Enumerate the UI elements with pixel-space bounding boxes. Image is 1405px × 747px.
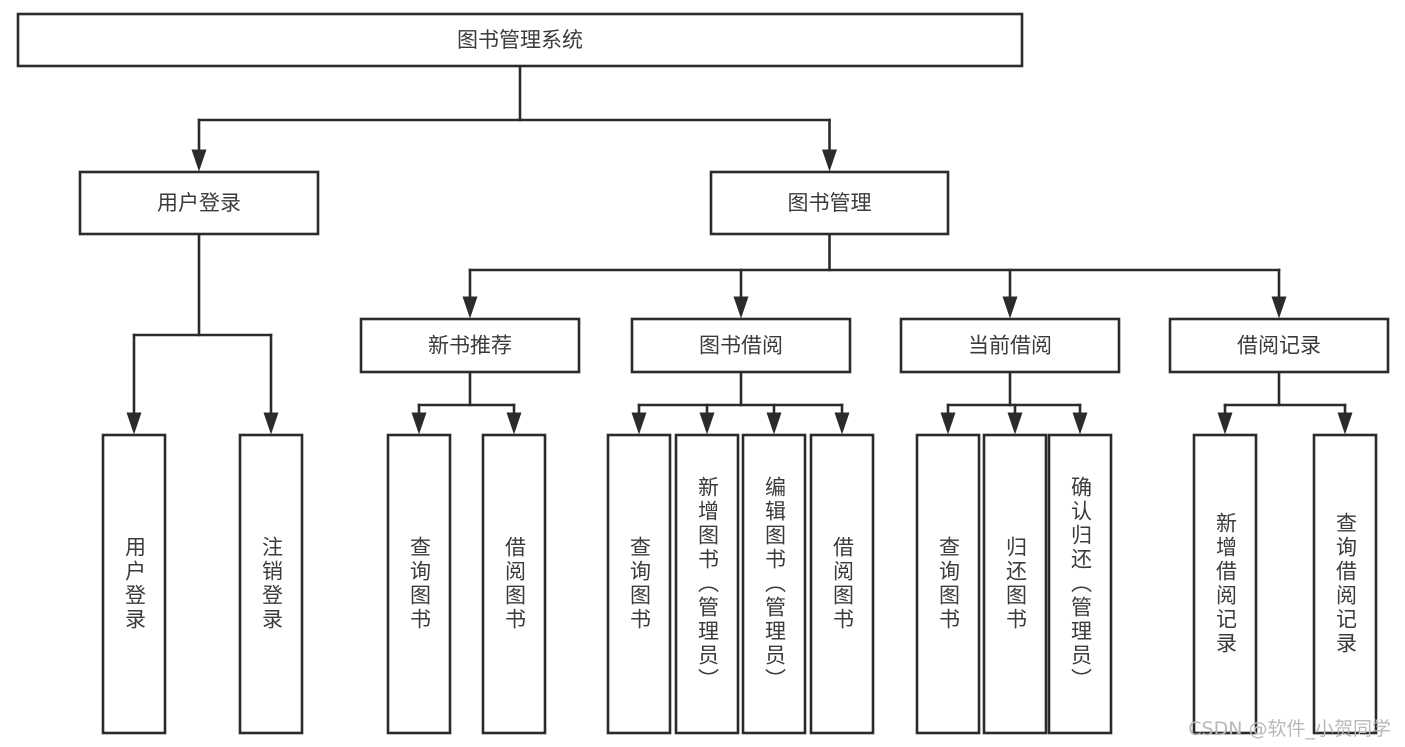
node-box-leaf-query-borrow-record[interactable] <box>1312 433 1378 735</box>
node-leaf-user-login[interactable] <box>101 433 167 735</box>
node-book-manage[interactable]: 图书管理 <box>709 170 950 236</box>
node-new-book-recommend[interactable]: 新书推荐 <box>359 317 581 374</box>
node-leaf-return-book[interactable] <box>982 433 1048 735</box>
node-box-user-login[interactable] <box>78 170 320 236</box>
node-label-borrow-record: 借阅记录 <box>1237 334 1321 358</box>
arrow-head <box>940 412 956 435</box>
arrow-head <box>699 412 715 435</box>
node-root[interactable]: 图书管理系统 <box>16 12 1024 68</box>
node-leaf-borrow-book-1[interactable] <box>481 433 547 735</box>
node-box-leaf-return-book[interactable] <box>982 433 1048 735</box>
node-leaf-user-logout[interactable] <box>238 433 304 735</box>
arrow-head <box>506 412 522 435</box>
node-box-borrow-record[interactable] <box>1168 317 1390 374</box>
node-leaf-borrow-book-2[interactable] <box>809 433 875 735</box>
node-box-leaf-query-book-3[interactable] <box>915 433 981 735</box>
node-box-current-borrow[interactable] <box>899 317 1121 374</box>
arrow-head <box>191 149 207 172</box>
node-label-book-borrow: 图书借阅 <box>699 334 783 358</box>
node-label-new-book-recommend: 新书推荐 <box>428 334 512 358</box>
arrow-head <box>1271 296 1287 319</box>
node-box-leaf-edit-book-admin[interactable] <box>741 433 807 735</box>
arrow-head <box>1007 412 1023 435</box>
node-leaf-query-book-2[interactable] <box>606 433 672 735</box>
node-box-leaf-add-book-admin[interactable] <box>674 433 740 735</box>
node-leaf-confirm-return-admin[interactable] <box>1047 433 1113 735</box>
node-box-root[interactable] <box>16 12 1024 68</box>
arrow-head <box>822 149 837 172</box>
node-user-login[interactable]: 用户登录 <box>78 170 320 236</box>
node-box-leaf-user-logout[interactable] <box>238 433 304 735</box>
node-current-borrow[interactable]: 当前借阅 <box>899 317 1121 374</box>
arrow-head <box>462 296 478 319</box>
node-leaf-query-book-1[interactable] <box>386 433 452 735</box>
arrow-head <box>126 412 142 435</box>
node-label-book-manage: 图书管理 <box>788 191 872 215</box>
arrow-head <box>631 412 647 435</box>
arrow-head <box>766 412 782 435</box>
node-box-new-book-recommend[interactable] <box>359 317 581 374</box>
node-box-leaf-query-book-1[interactable] <box>386 433 452 735</box>
arrow-head <box>834 412 850 435</box>
node-box-book-manage[interactable] <box>709 170 950 236</box>
node-box-leaf-borrow-book-1[interactable] <box>481 433 547 735</box>
node-label-current-borrow: 当前借阅 <box>968 334 1052 358</box>
node-box-leaf-add-borrow-record[interactable] <box>1192 433 1258 735</box>
arrow-head <box>263 412 279 435</box>
node-leaf-add-borrow-record[interactable] <box>1192 433 1258 735</box>
node-label-user-login: 用户登录 <box>157 191 241 215</box>
node-leaf-add-book-admin[interactable] <box>674 433 740 735</box>
node-book-borrow[interactable]: 图书借阅 <box>630 317 852 374</box>
arrow-head <box>1072 412 1088 435</box>
node-box-leaf-borrow-book-2[interactable] <box>809 433 875 735</box>
node-borrow-record[interactable]: 借阅记录 <box>1168 317 1390 374</box>
node-label-root: 图书管理系统 <box>457 28 583 52</box>
node-leaf-edit-book-admin[interactable] <box>741 433 807 735</box>
node-leaf-query-borrow-record[interactable] <box>1312 433 1378 735</box>
node-box-leaf-query-book-2[interactable] <box>606 433 672 735</box>
arrow-head <box>1217 412 1233 435</box>
arrow-head <box>1002 296 1018 319</box>
arrow-head <box>411 412 427 435</box>
node-box-leaf-confirm-return-admin[interactable] <box>1047 433 1113 735</box>
connector-layer <box>126 64 1353 435</box>
node-leaf-query-book-3[interactable] <box>915 433 981 735</box>
node-box-book-borrow[interactable] <box>630 317 852 374</box>
arrow-head <box>733 296 749 319</box>
arrow-head <box>1337 412 1353 435</box>
node-box-leaf-user-login[interactable] <box>101 433 167 735</box>
